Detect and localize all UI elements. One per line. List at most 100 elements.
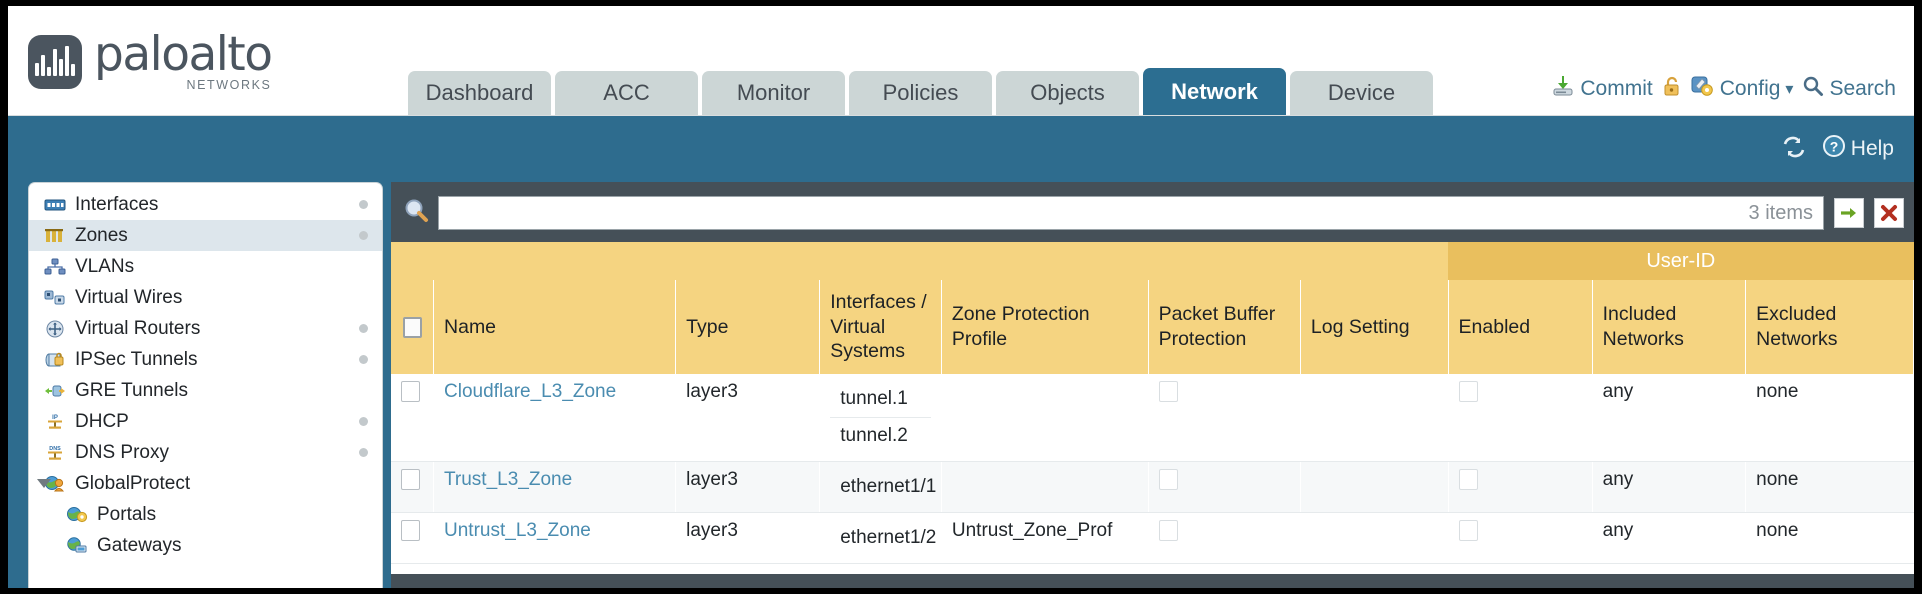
sidebar-item-ipsec-tunnels[interactable]: IPSec Tunnels: [29, 344, 382, 375]
cell-log-setting: [1300, 512, 1449, 564]
config-label: Config: [1719, 77, 1781, 100]
refresh-icon[interactable]: [1780, 135, 1808, 164]
lock-button[interactable]: [1662, 75, 1682, 103]
sidebar-item-status-dot: [359, 355, 368, 364]
col-header-userid-enabled[interactable]: Enabled: [1448, 280, 1593, 374]
tab-network[interactable]: Network: [1143, 68, 1286, 115]
userid-enabled-checkbox[interactable]: [1458, 381, 1478, 403]
search-row: 3 items: [391, 194, 1914, 232]
tab-acc[interactable]: ACC: [555, 71, 698, 115]
expand-collapse-triangle-icon[interactable]: [37, 479, 51, 488]
col-header-packet-buffer-protection[interactable]: Packet Buffer Protection: [1148, 280, 1301, 374]
cell-zone-type: layer3: [675, 512, 821, 564]
sidebar-item-globalprotect[interactable]: GlobalProtect: [29, 468, 382, 499]
zone-name-link[interactable]: Trust_L3_Zone: [444, 469, 573, 490]
group-header-spacer: [391, 242, 1449, 280]
sidebar-item-label: DHCP: [75, 410, 129, 432]
clear-filter-button[interactable]: [1874, 198, 1904, 228]
col-header-interfaces-vsys[interactable]: Interfaces / Virtual Systems: [819, 280, 942, 374]
packet-buffer-protection-checkbox[interactable]: [1158, 520, 1178, 542]
config-menu[interactable]: Config ▾: [1691, 75, 1794, 103]
userid-enabled-checkbox[interactable]: [1458, 469, 1478, 491]
search-button[interactable]: Search: [1802, 75, 1896, 103]
sidebar-item-label: VLANs: [75, 255, 135, 277]
userid-group-header: User-ID: [1448, 242, 1914, 280]
search-icon[interactable]: [403, 197, 431, 230]
row-select-cell: [391, 374, 435, 462]
sidebar-item-virtual-routers[interactable]: Virtual Routers: [29, 313, 382, 344]
sidebar-item-virtual-wires[interactable]: Virtual Wires: [29, 282, 382, 313]
sidebar-item-gateways[interactable]: Gateways: [29, 530, 382, 561]
sidebar-item-label: IPSec Tunnels: [75, 348, 198, 370]
commit-save-icon: [1551, 75, 1575, 103]
search-input[interactable]: [439, 198, 1741, 228]
cell-excluded-networks: none: [1745, 512, 1914, 564]
tab-policies[interactable]: Policies: [849, 71, 992, 115]
svg-text:DNS: DNS: [49, 446, 61, 452]
commit-button[interactable]: Commit: [1551, 75, 1653, 103]
sub-banner: ? Help: [8, 116, 1914, 182]
sidebar-item-zones[interactable]: Zones: [29, 220, 382, 251]
zone-name-link[interactable]: Untrust_L3_Zone: [444, 520, 591, 541]
col-header-log-setting[interactable]: Log Setting: [1300, 280, 1449, 374]
tab-monitor[interactable]: Monitor: [702, 71, 845, 115]
row-select-cell: [391, 461, 435, 513]
sidebar-item-dhcp[interactable]: IP DHCP: [29, 406, 382, 437]
ipsec-tunnels-icon: [43, 350, 67, 370]
interface-entry: tunnel.1: [830, 381, 931, 418]
select-all-checkbox[interactable]: [402, 316, 422, 338]
interface-entry: ethernet1/2: [840, 527, 937, 548]
zone-name-link[interactable]: Cloudflare_L3_Zone: [444, 381, 617, 402]
help-label: Help: [1850, 137, 1894, 160]
packet-buffer-protection-checkbox[interactable]: [1158, 381, 1178, 403]
zones-table-wrapper: User-ID Name Type Interfaces / Virtual S…: [391, 242, 1914, 574]
col-header-type[interactable]: Type: [675, 280, 821, 374]
sidebar-item-label: GRE Tunnels: [75, 379, 188, 401]
tab-dashboard[interactable]: Dashboard: [408, 71, 551, 115]
cell-zone-name: Cloudflare_L3_Zone: [433, 374, 677, 462]
sidebar-item-interfaces[interactable]: Interfaces: [29, 189, 382, 220]
apply-filter-button[interactable]: [1834, 198, 1864, 228]
search-label: Search: [1829, 77, 1896, 100]
sidebar-item-vlans[interactable]: VLANs: [29, 251, 382, 282]
svg-text:IP: IP: [52, 415, 58, 421]
interfaces-icon: [43, 195, 67, 215]
col-header-included-networks[interactable]: Included Networks: [1592, 280, 1747, 374]
sidebar-item-gre-tunnels[interactable]: GRE Tunnels: [29, 375, 382, 406]
help-button[interactable]: ? Help: [1822, 134, 1894, 164]
packet-buffer-protection-checkbox[interactable]: [1158, 469, 1178, 491]
sidebar-item-label: Interfaces: [75, 193, 159, 215]
col-header-zone-protection-profile[interactable]: Zone Protection Profile: [941, 280, 1149, 374]
config-wrench-icon: [1691, 75, 1715, 103]
col-header-excluded-networks[interactable]: Excluded Networks: [1745, 280, 1914, 374]
userid-enabled-checkbox[interactable]: [1458, 520, 1478, 542]
commit-label: Commit: [1580, 77, 1653, 100]
sidebar-item-label: Virtual Wires: [75, 286, 183, 308]
brand-tagline: NETWORKS: [186, 78, 272, 92]
tab-device[interactable]: Device: [1290, 71, 1433, 115]
row-select-checkbox[interactable]: [401, 469, 420, 491]
row-select-checkbox[interactable]: [401, 381, 420, 403]
col-header-name[interactable]: Name: [433, 280, 677, 374]
cell-zone-name: Trust_L3_Zone: [433, 461, 677, 513]
item-count-label: 3 items: [1748, 201, 1813, 224]
sidebar-item-status-dot: [359, 200, 368, 209]
tab-objects[interactable]: Objects: [996, 71, 1139, 115]
zones-icon: [43, 226, 67, 246]
sidebar-item-portals[interactable]: Portals: [29, 499, 382, 530]
cell-zone-protection-profile: [941, 374, 1149, 462]
help-question-icon: ?: [1822, 134, 1846, 164]
row-select-checkbox[interactable]: [401, 520, 420, 542]
chevron-down-icon: ▾: [1785, 81, 1794, 98]
gateways-icon: [65, 536, 89, 556]
dhcp-icon: IP: [43, 412, 67, 432]
banner-actions: ? Help: [1780, 134, 1894, 164]
